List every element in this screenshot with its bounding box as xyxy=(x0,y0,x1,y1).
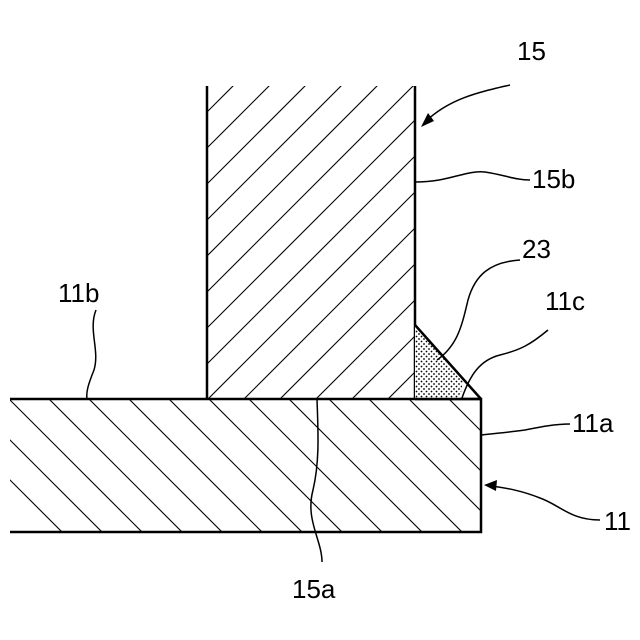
leader-11b xyxy=(87,310,96,399)
leader-15 xyxy=(425,85,510,122)
leader-11 xyxy=(492,486,600,520)
horizontal-member-hatching xyxy=(0,300,640,600)
label-11b: 11b xyxy=(58,278,99,308)
weld-23-fill xyxy=(415,325,463,399)
label-11c: 11c xyxy=(545,286,585,316)
label-11a: 11a xyxy=(572,408,614,438)
label-15b: 15b xyxy=(532,164,575,194)
label-15a: 15a xyxy=(292,574,336,604)
member-11-outline xyxy=(10,399,481,532)
label-15: 15 xyxy=(517,36,546,66)
vertical-member-15 xyxy=(0,0,640,460)
leader-11c xyxy=(462,330,548,398)
leader-15b xyxy=(415,172,530,182)
leader-11a xyxy=(481,424,570,435)
label-23: 23 xyxy=(522,234,551,264)
arrowhead-11 xyxy=(484,480,497,491)
leader-15a xyxy=(311,399,322,562)
leader-lines xyxy=(87,85,600,562)
leader-23 xyxy=(437,260,520,360)
label-11: 11 xyxy=(604,506,631,536)
vertical-member-hatching xyxy=(0,0,640,460)
horizontal-member-11 xyxy=(0,300,640,600)
